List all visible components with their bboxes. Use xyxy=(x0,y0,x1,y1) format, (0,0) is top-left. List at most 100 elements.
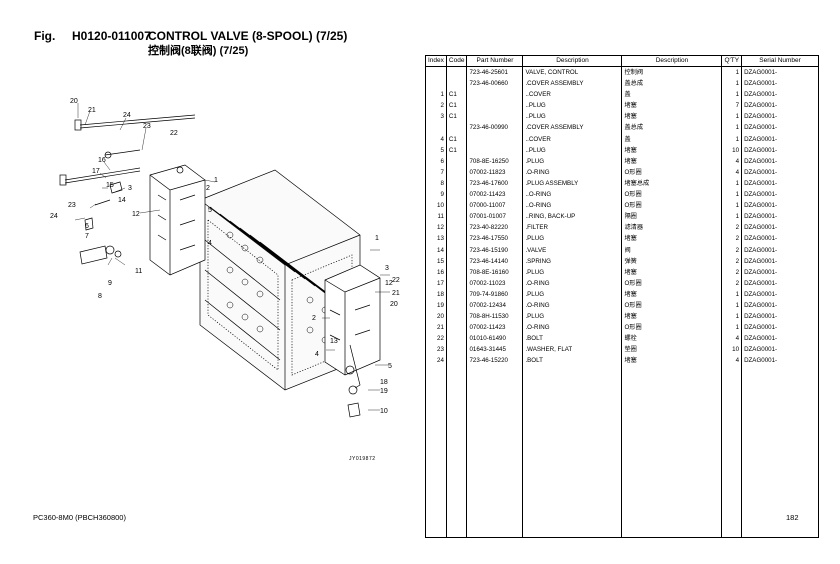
cell-index: 15 xyxy=(425,255,447,267)
cell-index: 12 xyxy=(425,222,447,234)
cell-part xyxy=(466,100,524,112)
cell-desc: .O-RING xyxy=(522,166,623,178)
cell-serial: DZAG0001- xyxy=(741,355,820,367)
cell-part: 723-46-14140 xyxy=(466,255,524,267)
cell-qty: 1 xyxy=(721,299,743,312)
cell-desc: ..PLUG xyxy=(522,100,623,112)
lower-small-parts xyxy=(347,344,361,418)
callout-23b: 23 xyxy=(68,202,76,209)
cell-part: 01643-31445 xyxy=(466,344,524,356)
filler-cell xyxy=(425,366,447,538)
callout-22b: 22 xyxy=(392,277,400,284)
left-cover xyxy=(149,164,206,276)
cell-qty: 10 xyxy=(721,144,743,156)
callout-5: 5 xyxy=(208,207,212,214)
cell-desc: ..RING, BACK-UP xyxy=(522,211,623,223)
cell-code xyxy=(445,211,468,223)
cell-desc: .O-RING xyxy=(522,277,623,289)
cell-qty: 2 xyxy=(721,255,743,267)
callout-16: 16 xyxy=(98,157,106,164)
cell-qty: 4 xyxy=(721,333,743,345)
cell-desc: VALVE, CONTROL xyxy=(522,66,623,79)
callout-11: 11 xyxy=(135,268,142,275)
cell-qty: 1 xyxy=(721,78,743,90)
cell-desc: .PLUG xyxy=(522,155,623,167)
cell-index xyxy=(425,78,447,90)
cell-serial: DZAG0001- xyxy=(741,122,820,134)
tie-bolts xyxy=(59,114,196,186)
cell-part: 708-8E-16250 xyxy=(466,155,524,167)
cell-desc: .WASHER, FLAT xyxy=(522,344,623,356)
cell-desc_cn: 盖 xyxy=(621,133,723,145)
cell-serial: DZAG0001- xyxy=(741,244,820,256)
cell-part xyxy=(466,133,524,145)
cell-code xyxy=(445,122,468,134)
cell-desc: .VALVE xyxy=(522,244,623,256)
callout-21: 21 xyxy=(88,107,96,114)
cell-desc_cn: O形圈 xyxy=(621,299,723,312)
cell-index: 6 xyxy=(425,155,447,167)
cell-qty: 1 xyxy=(721,200,743,212)
cell-serial: DZAG0001- xyxy=(741,89,820,101)
cell-qty: 1 xyxy=(721,288,743,300)
cell-desc_cn: O形圈 xyxy=(621,166,723,178)
cell-desc_cn: 滤清器 xyxy=(621,222,723,234)
cell-serial: DZAG0001- xyxy=(741,344,820,356)
callout-2: 2 xyxy=(206,185,210,192)
col-description-cn: Description xyxy=(621,55,723,67)
callout-21b: 21 xyxy=(392,290,400,297)
callout-17: 17 xyxy=(92,168,100,175)
cell-code: C1 xyxy=(445,133,468,145)
page-subtitle: 控制阀(8联阀) (7/25) xyxy=(148,45,249,57)
cell-code: C1 xyxy=(445,111,468,123)
cell-code xyxy=(445,322,468,334)
cell-serial: DZAG0001- xyxy=(741,333,820,345)
cell-code xyxy=(445,189,468,201)
cell-part: 07002-11823 xyxy=(466,166,524,178)
cell-desc: .PLUG xyxy=(522,311,623,323)
cell-index: 1 xyxy=(425,89,447,101)
cell-desc: .SPRING xyxy=(522,255,623,267)
cell-index: 23 xyxy=(425,344,447,356)
cell-desc: ..O-RING xyxy=(522,200,623,212)
callout-24: 24 xyxy=(123,112,131,119)
cell-qty: 1 xyxy=(721,177,743,190)
cell-desc_cn: 垫圈 xyxy=(621,344,723,356)
cell-index xyxy=(425,122,447,134)
cell-part: 723-46-15190 xyxy=(466,244,524,256)
cell-serial: DZAG0001- xyxy=(741,288,820,300)
cell-code xyxy=(445,233,468,245)
col-index: Index xyxy=(425,55,447,67)
cell-desc_cn: 堵塞 xyxy=(621,100,723,112)
left-small-parts xyxy=(79,149,141,265)
callout-6: 6 xyxy=(85,223,89,230)
callout-3: 3 xyxy=(128,185,132,192)
cell-serial: DZAG0001- xyxy=(741,322,820,334)
cell-serial: DZAG0001- xyxy=(741,277,820,289)
callout-13: 13 xyxy=(330,338,338,345)
cell-code xyxy=(445,78,468,90)
cell-code xyxy=(445,244,468,256)
filler-cell xyxy=(445,366,468,538)
cell-part: 07002-12434 xyxy=(466,299,524,312)
cell-desc: .FILTER xyxy=(522,222,623,234)
cell-part: 07000-11007 xyxy=(466,200,524,212)
cell-index: 10 xyxy=(425,200,447,212)
callout-10: 10 xyxy=(380,408,388,415)
cell-index: 8 xyxy=(425,177,447,190)
cell-serial: DZAG0001- xyxy=(741,222,820,234)
callout-1: 1 xyxy=(214,177,218,184)
cell-qty: 1 xyxy=(721,89,743,101)
cell-desc_cn: 堵塞 xyxy=(621,155,723,167)
